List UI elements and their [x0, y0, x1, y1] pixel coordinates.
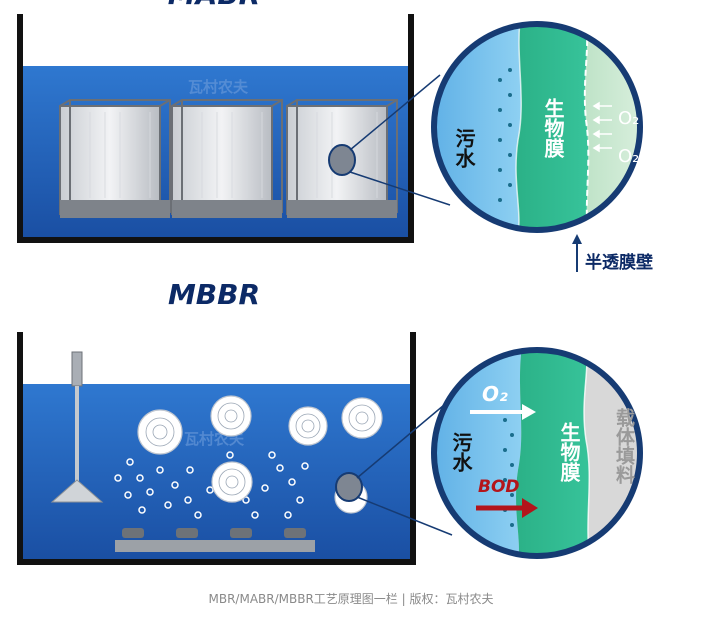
mabr-zoom-spot: [328, 144, 356, 176]
wall-pointer: [572, 234, 582, 272]
mabr-oxygen-label-1: O₂: [618, 108, 639, 129]
oxygen-arrow: [470, 404, 536, 420]
mabr-panel: MABR 瓦村农夫: [17, 0, 653, 273]
membrane-module: [171, 99, 283, 218]
mbbr-title: MBBR: [168, 278, 260, 311]
mbbr-sewage-label: 污水: [449, 432, 473, 473]
mbbr-zoom-circle: O₂ 污水 BOD 生物膜 载体填料: [431, 347, 643, 559]
mbbr-zoom-spot: [335, 472, 363, 502]
mabr-watermark: 瓦村农夫: [188, 78, 249, 96]
mabr-biofilm-label: 生物膜: [541, 98, 565, 159]
mabr-sewage-label: 污水: [452, 128, 476, 169]
aeration-pipe: [115, 528, 315, 552]
bod-arrow: [476, 498, 538, 518]
mabr-title: MABR: [168, 0, 260, 11]
mbbr-bod-label: BOD: [478, 477, 520, 497]
mbbr-panel: MBBR 瓦村农夫: [17, 278, 643, 565]
mbbr-biofilm-label: 生物膜: [557, 422, 581, 483]
figure-caption: MBR/MABR/MBBR工艺原理图一栏 | 版权：瓦村农夫: [208, 592, 494, 606]
mbbr-tank: 瓦村农夫: [17, 332, 416, 565]
semipermeable-wall-label: 半透膜壁: [585, 252, 653, 273]
mabr-oxygen-label-2: O₂: [618, 146, 639, 167]
mabr-zoom-circle: 污水 生物膜 O₂ O₂: [431, 21, 643, 233]
membrane-module: [286, 99, 398, 218]
mabr-tank: 瓦村农夫: [17, 14, 414, 243]
mixer: [50, 351, 104, 503]
mbbr-oxygen-label: O₂: [482, 382, 508, 406]
mbbr-carrier-label: 载体填料: [613, 407, 635, 485]
membrane-module: [59, 99, 171, 218]
